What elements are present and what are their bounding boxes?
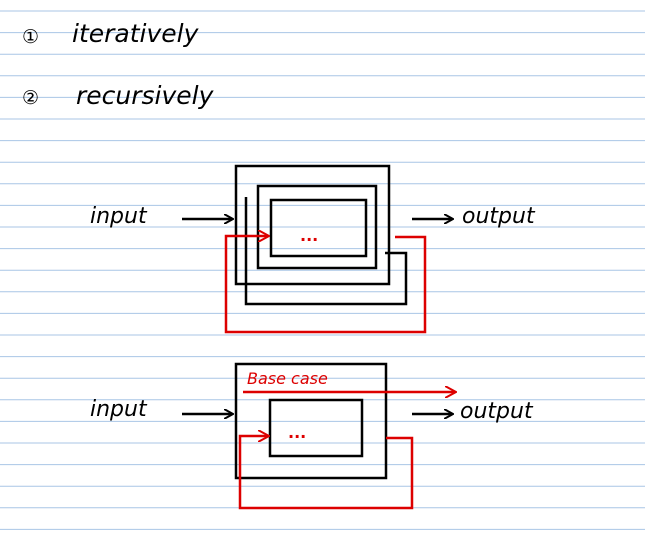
- iterative-inner-ellipsis: ...: [300, 226, 318, 245]
- iterative-inner-box: [269, 198, 368, 258]
- recursive-diagram: input ... Base case output: [90, 362, 534, 510]
- recursive-output-label: output: [460, 399, 534, 424]
- iterative-red-loop: [224, 236, 427, 334]
- list-marker-1: ①: [22, 26, 39, 48]
- recursive-red-loop: [238, 436, 414, 510]
- recursive-inner-box: [268, 398, 364, 458]
- list-item-iteratively: ① iteratively: [22, 19, 200, 48]
- iterative-diagram: input ... output: [90, 164, 536, 334]
- recursive-inner-ellipsis: ...: [288, 423, 306, 442]
- base-case-label: Base case: [247, 369, 328, 388]
- iterative-outer-box: [234, 164, 391, 286]
- iterative-input-label: input: [90, 204, 148, 229]
- list-text-iteratively: iteratively: [72, 19, 200, 48]
- iterative-black-loop: [244, 197, 408, 306]
- recursive-input-label: input: [90, 397, 148, 422]
- iterative-middle-box: [256, 184, 378, 270]
- list-marker-2: ②: [22, 87, 39, 109]
- recursive-outer-box: [234, 362, 388, 480]
- list-text-recursively: recursively: [76, 81, 215, 110]
- iterative-output-label: output: [462, 204, 536, 229]
- list-item-recursively: ② recursively: [22, 81, 215, 110]
- ruled-lines: [0, 10, 645, 530]
